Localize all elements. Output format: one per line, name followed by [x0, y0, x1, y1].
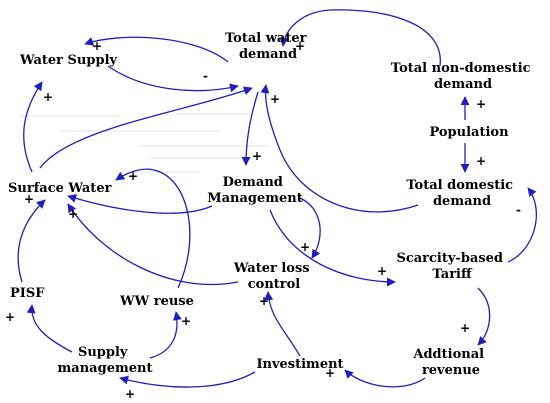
node-population: Population: [429, 125, 509, 140]
link-demandmgmt-to-tariff: [269, 209, 396, 287]
sign-plus: +: [460, 321, 470, 335]
node-additional-revenue: Addtional revenue: [412, 347, 488, 378]
node-pisf: PISF: [10, 286, 45, 301]
link-surface-to-demand: [39, 86, 253, 169]
link-demand-to-supply: [84, 36, 229, 63]
sign-minus: -: [203, 69, 208, 83]
link-demandmgmt-to-waterloss: [299, 197, 321, 259]
node-total-non-domestic-demand: Total non-domestic demand: [391, 61, 535, 92]
sign-plus: +: [325, 366, 335, 380]
node-ww-reuse: WW reuse: [119, 294, 194, 309]
node-supply-management: Supply management: [58, 345, 153, 376]
sign-plus: +: [43, 90, 53, 104]
sign-plus: +: [252, 149, 262, 163]
sign-plus: +: [24, 192, 34, 206]
polarity-signs: + - + + + + + + + + + + + - + + + + + +: [5, 39, 521, 401]
link-demand-to-demandmgmt: [241, 91, 259, 166]
link-tariff-to-domestic: [507, 187, 537, 263]
link-surface-to-supply: [23, 81, 43, 173]
causal-links: [17, 9, 537, 388]
node-water-loss-control: Water loss control: [233, 261, 314, 292]
sign-plus: +: [259, 294, 269, 308]
node-water-supply: Water Supply: [19, 53, 118, 68]
link-supplymgmt-to-wwreuse: [149, 311, 182, 359]
link-investment-to-supplymgmt: [119, 371, 256, 388]
node-scarcity-based-tariff: Scarcity-based Tariff: [396, 251, 507, 282]
node-total-water-demand: Total water demand: [225, 31, 311, 62]
sign-plus: +: [270, 92, 280, 106]
link-pisf-to-surface: [17, 199, 46, 283]
sign-plus: +: [476, 154, 486, 168]
link-domestic-to-demand: [260, 84, 419, 213]
sign-plus: +: [68, 207, 78, 221]
sign-plus: +: [181, 314, 191, 328]
link-demandmgmt-to-surface: [67, 194, 213, 214]
link-waterloss-to-surface: [67, 203, 239, 286]
sign-plus: +: [295, 39, 305, 53]
sign-plus: +: [92, 39, 102, 53]
sign-plus: +: [125, 387, 135, 401]
sign-plus: +: [476, 97, 486, 111]
link-investment-to-waterloss: [264, 291, 301, 357]
node-investment: Investiment: [256, 357, 343, 372]
sign-minus: -: [516, 203, 521, 217]
link-revenue-to-investment: [344, 369, 426, 388]
sign-plus: +: [300, 240, 310, 254]
node-surface-water: Surface Water: [8, 181, 112, 196]
sign-plus: +: [128, 169, 138, 183]
variables: Water Supply Total water demand Total no…: [8, 31, 535, 378]
link-tariff-to-revenue: [477, 287, 491, 346]
link-supply-to-demand: [107, 65, 239, 93]
node-demand-management: Demand Management: [207, 175, 303, 206]
sign-plus: +: [5, 310, 15, 324]
sign-plus: +: [377, 264, 387, 278]
link-supplymgmt-to-pisf: [26, 304, 73, 353]
link-wwreuse-to-surface: [115, 168, 191, 289]
node-total-domestic-demand: Total domestic demand: [406, 178, 517, 209]
link-nondomestic-loop-to-demand: [279, 9, 441, 67]
